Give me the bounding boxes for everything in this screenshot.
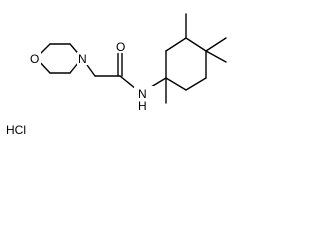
atom-carbonyl-oxygen: O <box>116 40 125 54</box>
mask-morpholine-oxygen <box>29 52 41 65</box>
atom-amide-hydrogen: H <box>138 99 147 113</box>
atom-morpholine-nitrogen: N <box>78 52 87 66</box>
molecule-structure-diagram: O N O N H HCl <box>6 13 227 137</box>
morpholine-ring <box>35 43 83 74</box>
atom-amide-nitrogen: N <box>138 87 147 101</box>
mask-amide-nitrogen <box>134 86 154 110</box>
bond-r2-r3 <box>165 37 187 52</box>
bond-r3-r4 <box>185 37 207 52</box>
salt-label: HCl <box>6 123 26 137</box>
cyclohexane-ring <box>165 37 207 91</box>
atom-morpholine-oxygen: O <box>30 52 39 66</box>
bond-r5-r6 <box>185 77 207 91</box>
mask-morpholine-nitrogen <box>77 52 88 65</box>
methyl-right-2 <box>205 50 227 63</box>
methyl-right-1 <box>205 37 227 52</box>
mask-carbonyl-oxygen <box>114 40 126 53</box>
bond-r6-r1 <box>165 77 187 91</box>
